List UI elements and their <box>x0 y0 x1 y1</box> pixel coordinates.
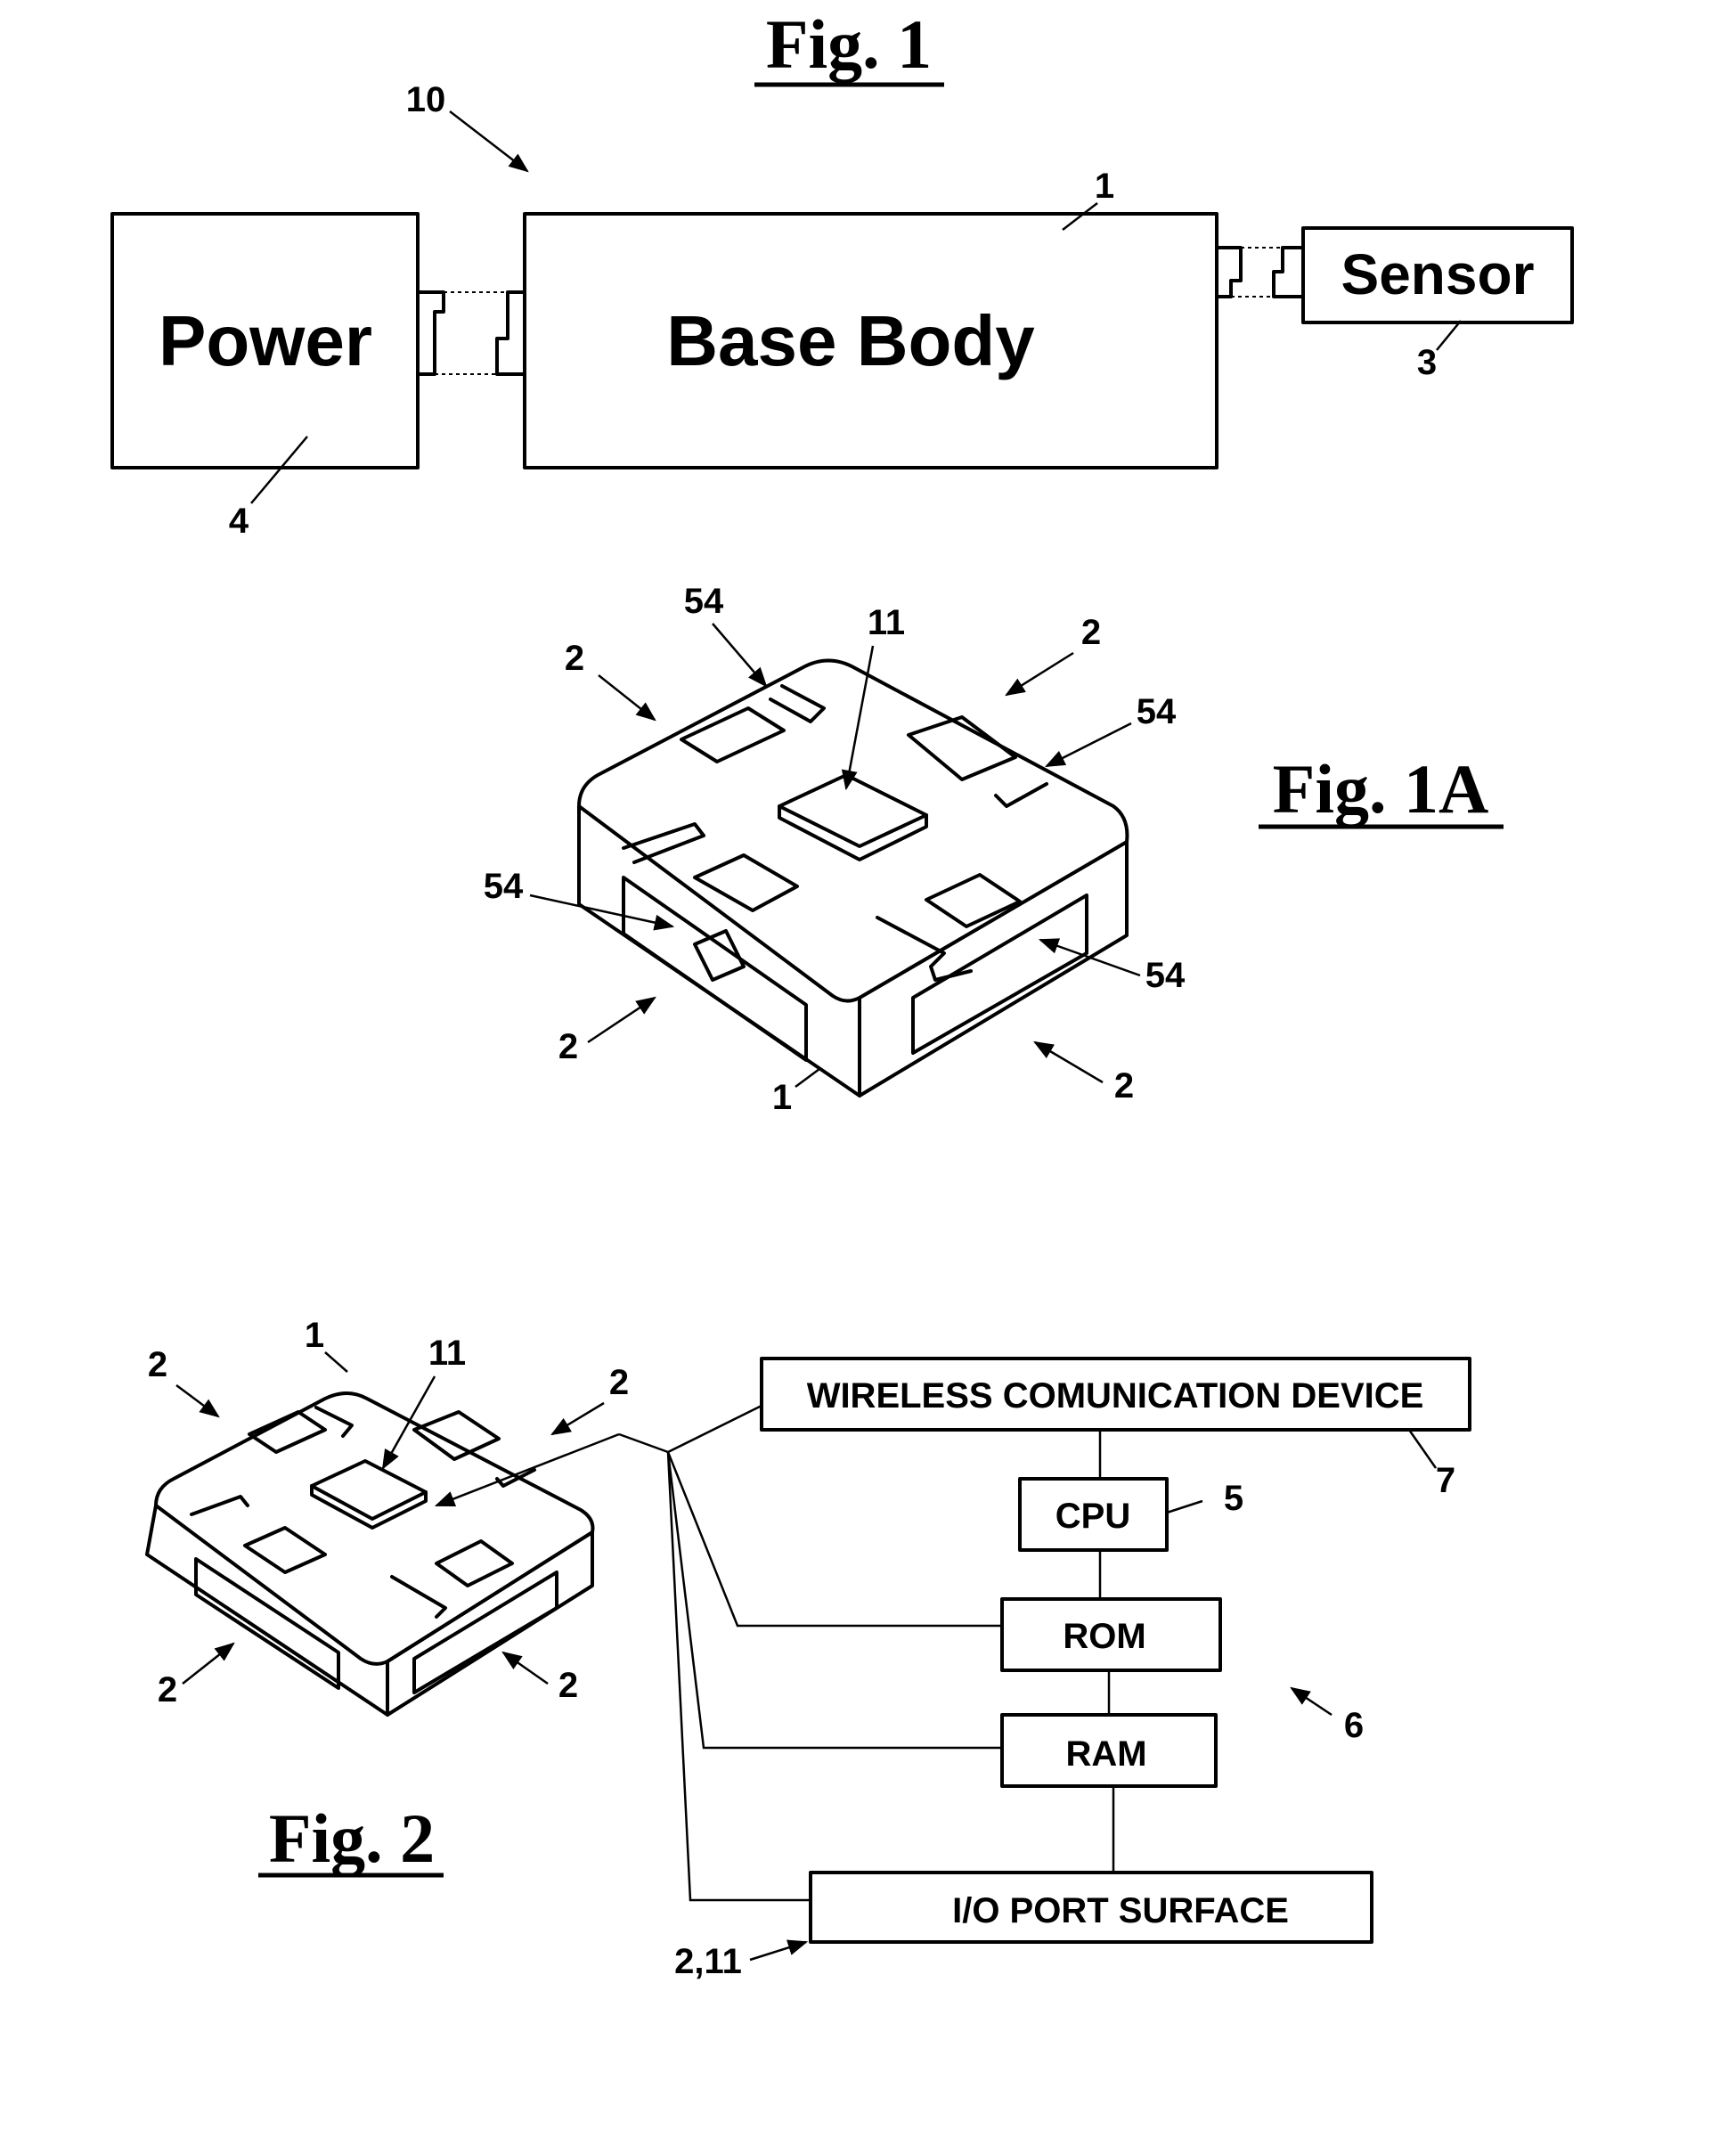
power-label: Power <box>159 301 372 380</box>
ref-2-top-left-arrow <box>599 675 655 720</box>
ref-10: 10 <box>406 80 446 119</box>
fig2-ref-11: 11 <box>428 1334 466 1373</box>
sensor-label: Sensor <box>1341 242 1535 306</box>
ref-54-bottom: 54 <box>1145 956 1186 995</box>
fig2-ref-2-top-left: 2 <box>148 1345 167 1384</box>
fig2-ref-2-top-right-arrow <box>552 1403 604 1434</box>
bus-trunk <box>619 1434 668 1452</box>
ref-1-module: 1 <box>772 1078 792 1117</box>
bus-io <box>668 1452 811 1900</box>
ref-1-module-leader <box>795 1069 819 1087</box>
ref-1: 1 <box>1095 167 1114 206</box>
ref-2-bottom-right: 2 <box>1114 1066 1134 1106</box>
rom-label: ROM <box>1063 1617 1145 1656</box>
ref-54-top: 54 <box>684 582 724 621</box>
fig1-title: Fig. 1 <box>766 5 932 83</box>
ref-2-11: 2,11 <box>674 1942 742 1981</box>
base-right-connector <box>1217 248 1241 297</box>
bus-ram <box>668 1452 1002 1748</box>
io-port-label: I/O PORT SURFACE <box>952 1891 1289 1930</box>
ref-7-leader <box>1409 1430 1436 1468</box>
ref-54-top-arrow <box>713 624 766 686</box>
ref-2-top-right: 2 <box>1081 613 1101 652</box>
fig2-ref-2-bottom-left-arrow <box>183 1644 233 1684</box>
ref-3-leader <box>1437 321 1461 350</box>
module-isometric-small <box>147 1393 592 1715</box>
cpu-label: CPU <box>1055 1497 1130 1536</box>
fig2-ref-2-bottom-right-arrow <box>503 1652 548 1684</box>
ref-54-right: 54 <box>1137 692 1177 731</box>
fig2-ref-2-top-left-arrow <box>176 1385 218 1416</box>
ref-2-bottom-right-arrow <box>1035 1042 1103 1082</box>
bus-rom <box>668 1452 1002 1626</box>
ram-label: RAM <box>1065 1734 1146 1774</box>
fig1: Fig. 1 10 Power Base Body 1 Sensor 3 4 <box>112 5 1572 541</box>
bus-wireless <box>668 1406 762 1452</box>
ref-3: 3 <box>1417 343 1437 382</box>
fig2: Fig. 2 1 11 2 2 2 2 <box>147 1316 1470 1981</box>
ref-5: 5 <box>1224 1479 1243 1518</box>
wireless-label: WIRELESS COMUNICATION DEVICE <box>807 1376 1424 1416</box>
ref-10-arrow <box>450 111 527 171</box>
ref-6-arrow <box>1292 1688 1332 1715</box>
module-isometric-large <box>579 661 1127 1097</box>
fig2-ref-1: 1 <box>305 1316 324 1355</box>
base-left-connector <box>497 292 525 374</box>
ref-54-left: 54 <box>484 867 524 906</box>
sensor-connector <box>1274 248 1303 297</box>
ref-2-bottom-left-arrow <box>588 998 655 1042</box>
ref-5-leader <box>1167 1501 1202 1513</box>
fig2-ref-2-top-right: 2 <box>609 1363 629 1402</box>
base-body-label: Base Body <box>666 301 1035 380</box>
fig2-ref-2-bottom-right: 2 <box>558 1666 578 1705</box>
ref-4: 4 <box>229 502 249 541</box>
ref-7: 7 <box>1436 1461 1455 1500</box>
ref-2-top-left: 2 <box>565 639 584 678</box>
fig2-title: Fig. 2 <box>269 1799 435 1877</box>
ref-2-bottom-left: 2 <box>558 1027 578 1066</box>
ref-2-11-arrow <box>750 1942 806 1960</box>
fig2-ref-1-leader <box>325 1352 347 1372</box>
ref-2-top-right-arrow <box>1007 653 1073 695</box>
ref-6: 6 <box>1344 1706 1364 1745</box>
fig1a: Fig. 1A 54 11 <box>484 582 1504 1117</box>
fig1a-title: Fig. 1A <box>1273 750 1489 828</box>
power-connector <box>418 292 444 374</box>
ref-54-right-arrow <box>1047 723 1131 766</box>
fig2-ref-2-bottom-left: 2 <box>158 1670 177 1709</box>
ref-11: 11 <box>868 603 905 642</box>
